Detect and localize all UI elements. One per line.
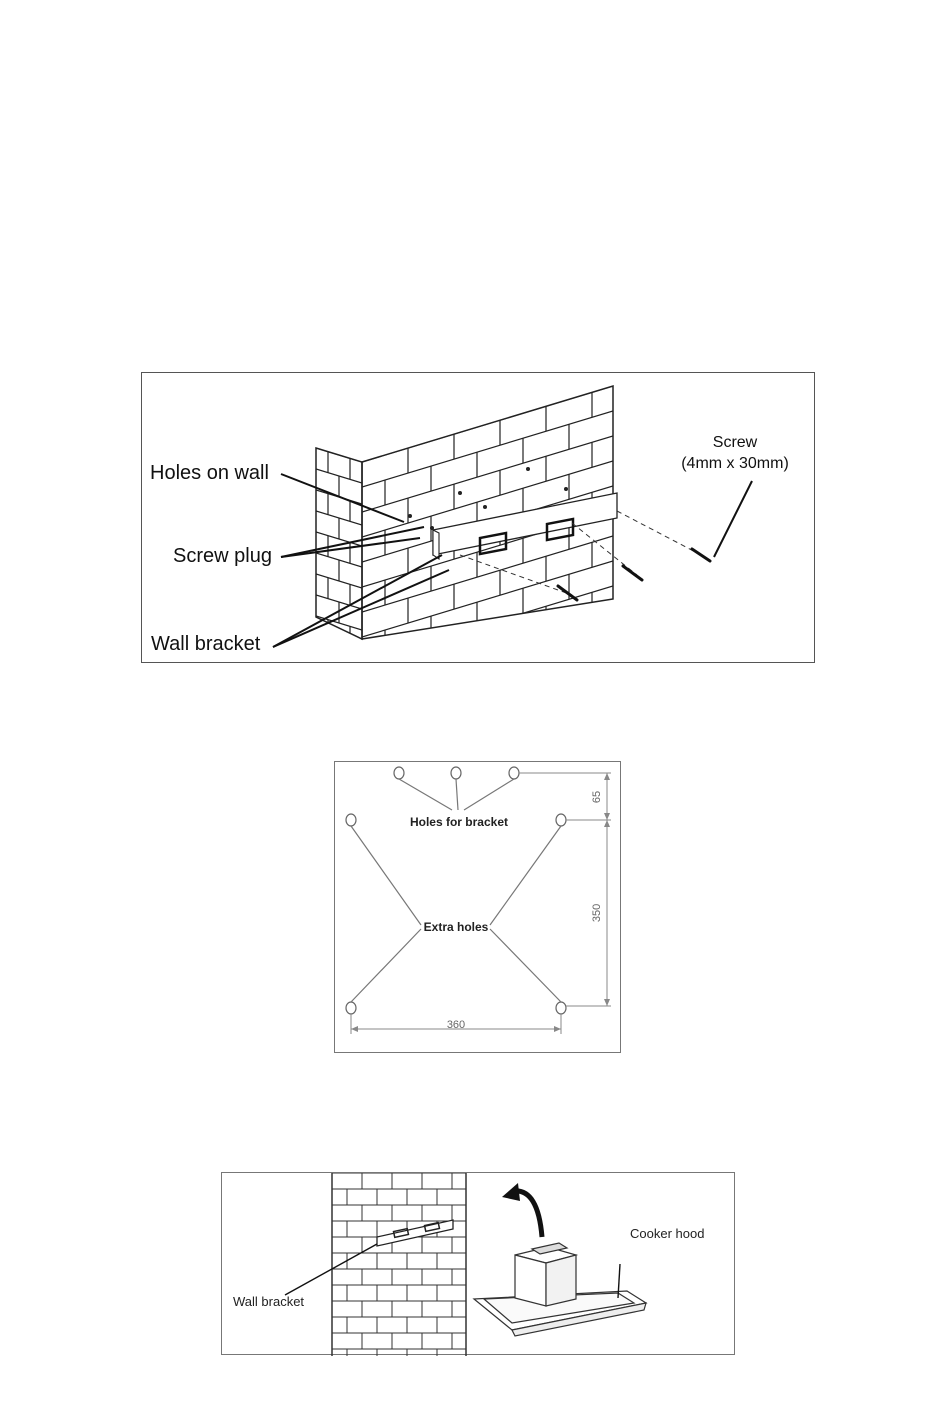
brick-line	[362, 636, 613, 664]
brick-wall-side	[316, 448, 362, 664]
wall-mounting-illustration: Holes on wall Screw plug Wall bracket Sc…	[142, 373, 816, 664]
brick-line	[362, 436, 613, 512]
brick-line	[316, 637, 362, 651]
wall-bracket-shape	[433, 493, 617, 559]
brick-pillar	[332, 1173, 466, 1356]
brick-line	[362, 411, 613, 487]
wall-bracket-label-2: Wall bracket	[233, 1294, 304, 1309]
hole-template-illustration: Holes for bracket Extra holes 65 350 360	[335, 762, 622, 1054]
screw-size-label: (4mm x 30mm)	[681, 455, 789, 472]
dimension-arrows	[351, 773, 610, 1032]
holes-for-bracket-label: Holes for bracket	[410, 815, 508, 829]
cooker-hood-shape	[474, 1243, 646, 1336]
dimension-lines	[351, 773, 611, 1034]
leader-lines	[273, 474, 752, 647]
cooker-hood-label: Cooker hood	[630, 1226, 704, 1241]
template-leader-lines	[351, 779, 561, 1002]
extra-holes-label: Extra holes	[424, 920, 489, 934]
hood-hanging-illustration: Wall bracket Cooker hood	[222, 1173, 736, 1356]
dimension-360-label: 360	[447, 1019, 465, 1031]
curved-arrow-icon	[502, 1183, 542, 1237]
dimension-65-label: 65	[591, 791, 603, 803]
dimension-350-label: 350	[591, 904, 603, 922]
hood-hanging-diagram: Wall bracket Cooker hood	[221, 1172, 735, 1355]
hole-template-diagram: Holes for bracket Extra holes 65 350 360	[334, 761, 621, 1053]
holes-on-wall-label: Holes on wall	[150, 462, 269, 484]
screw-icon	[558, 549, 710, 600]
wall-bracket-label: Wall bracket	[151, 633, 261, 655]
pillar-bracket	[377, 1220, 453, 1246]
wall-mounting-diagram: Holes on wall Screw plug Wall bracket Sc…	[141, 372, 815, 663]
screw-label: Screw	[713, 434, 758, 451]
brick-line	[362, 661, 613, 664]
hole-circles	[346, 767, 566, 1014]
screw-plug-label: Screw plug	[173, 545, 272, 567]
